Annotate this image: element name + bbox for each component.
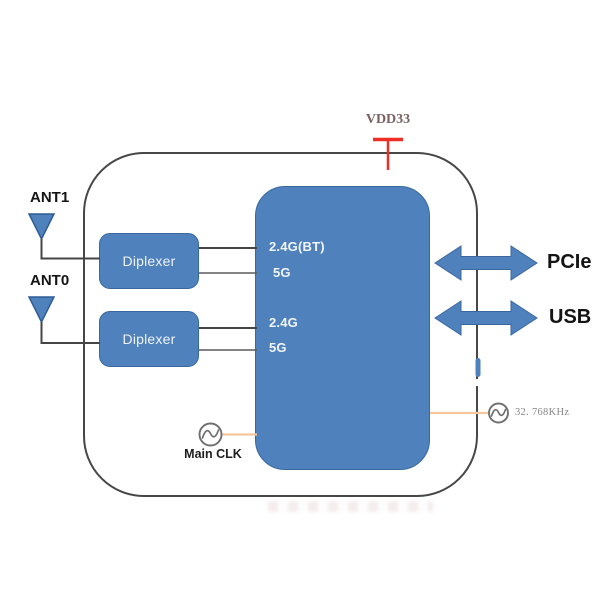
soc-port-5g2-label: 5G <box>269 340 287 355</box>
main-clk-label: Main CLK <box>184 447 242 461</box>
rtc-frequency-label: 32. 768KHz <box>515 407 570 418</box>
soc-port-2g4-label: 2.4G <box>269 315 298 330</box>
main-clock-oscillator-icon <box>198 422 223 447</box>
pcie-bidirectional-arrow-icon <box>434 245 538 281</box>
boundary-blue-mark <box>475 358 481 377</box>
ant0-antenna-icon <box>27 296 100 344</box>
diplexer2-block: Diplexer <box>99 311 199 367</box>
ant1-antenna-icon <box>27 213 100 260</box>
diplexer1-label: Diplexer <box>122 253 176 269</box>
ant0-label: ANT0 <box>30 272 70 289</box>
power-rail-icon <box>373 137 403 170</box>
soc-port-5g-label: 5G <box>273 265 291 280</box>
usb-bidirectional-arrow-icon <box>434 300 538 336</box>
rtc-oscillator-icon <box>488 402 509 424</box>
vdd33-label: VDD33 <box>365 112 411 127</box>
faint-watermark-remnant <box>268 501 433 512</box>
diplexer1-block: Diplexer <box>99 233 199 289</box>
diplexer2-label: Diplexer <box>122 331 176 347</box>
soc-port-2g4bt-label: 2.4G(BT) <box>269 239 325 254</box>
ant1-label: ANT1 <box>30 189 70 206</box>
pcie-label: PCIe <box>547 251 592 273</box>
usb-label: USB <box>549 306 592 328</box>
boundary-gap <box>476 379 480 386</box>
